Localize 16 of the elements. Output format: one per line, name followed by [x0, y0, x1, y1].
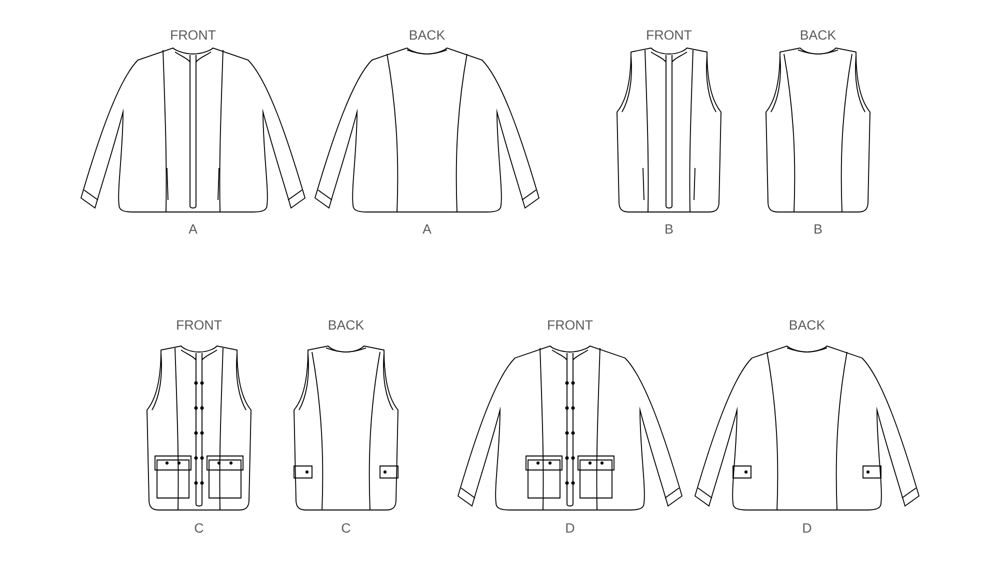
view-label: BACK [328, 320, 364, 330]
view-label: FRONT [548, 320, 593, 330]
view-letter: B [814, 224, 822, 234]
view-letter: A [422, 224, 432, 234]
view-letter: D [803, 523, 812, 533]
view-letter: C [194, 523, 204, 533]
view-letter: D [566, 523, 574, 533]
view-label: BACK [410, 30, 445, 40]
view-letter: A [188, 224, 198, 234]
view-letter: B [666, 224, 673, 234]
view-label: FRONT [171, 30, 216, 40]
view-letter: C [342, 523, 350, 533]
view-label: BACK [790, 320, 825, 330]
view-label: FRONT [647, 30, 692, 40]
view-label: FRONT [177, 320, 222, 330]
view-label: BACK [800, 30, 836, 40]
